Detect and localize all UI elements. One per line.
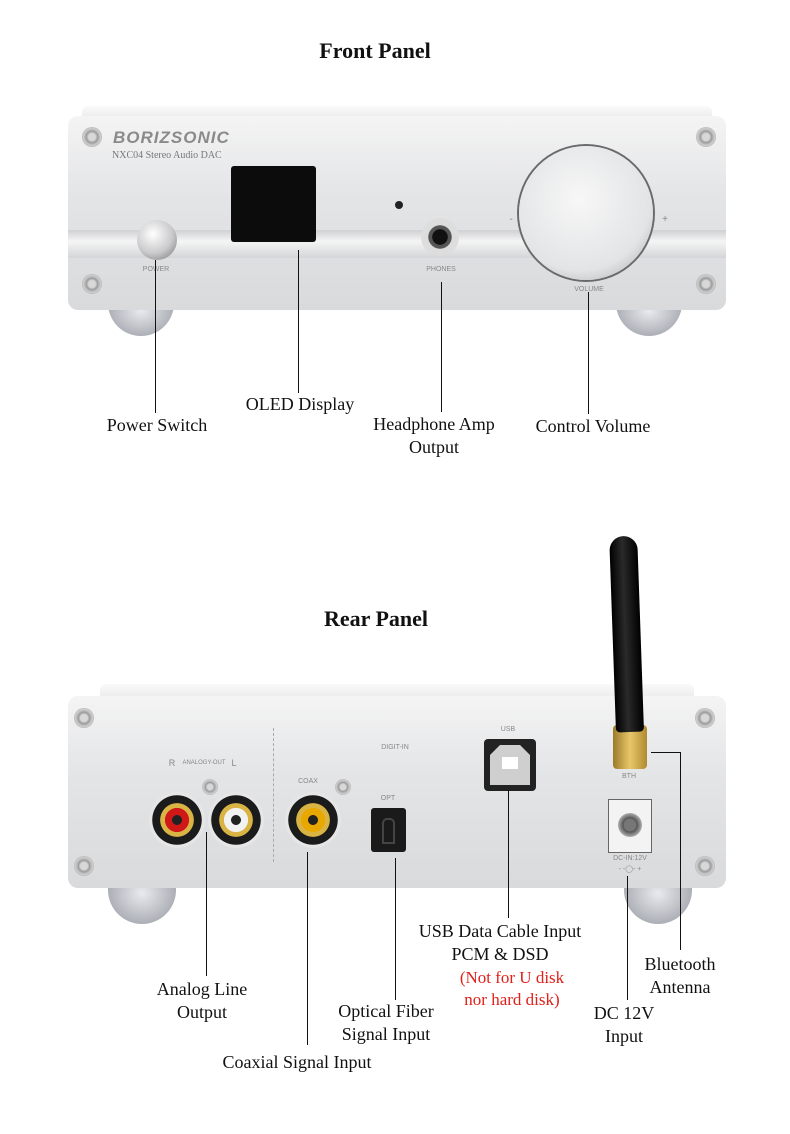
headphone-label-line1: Headphone Amp [373, 414, 495, 434]
r-text: R [168, 758, 176, 768]
front-panel-title: Front Panel [319, 38, 431, 63]
optical-label-line2: Signal Input [341, 1024, 431, 1044]
usb-label-line2: PCM & DSD [451, 944, 549, 964]
coaxial-input[interactable] [285, 792, 341, 848]
power-switch-label: Power Switch [106, 415, 208, 435]
leader-line [508, 790, 510, 918]
dc-jack[interactable] [608, 799, 652, 853]
digit-in-text: DIGIT-IN [381, 744, 409, 751]
screw [335, 779, 351, 795]
optical-label-line1: Optical Fiber [338, 1001, 434, 1021]
rca-right-output[interactable] [149, 792, 205, 848]
screw [82, 127, 102, 147]
analog-out-text: ANALOGY-OUT [182, 760, 226, 766]
brand-logo: BORIZSONIC [113, 128, 230, 147]
model-text: NXC04 Stereo Audio DAC [112, 150, 222, 161]
dc-label-line1: DC 12V [593, 1003, 655, 1023]
usb-b-port[interactable] [484, 739, 536, 791]
screw [695, 708, 715, 728]
leader-line [651, 752, 681, 754]
control-volume-label: Control Volume [535, 416, 651, 436]
dc-label-line2: Input [604, 1026, 643, 1046]
bluetooth-antenna [609, 535, 644, 733]
section-divider [273, 728, 274, 862]
screw [74, 708, 94, 728]
power-button[interactable] [137, 220, 177, 260]
bth-text: BTH [622, 773, 636, 780]
leader-line [206, 832, 208, 976]
leader-line [307, 852, 309, 1045]
screw [202, 779, 218, 795]
dc-label: DC 12V Input [594, 1002, 655, 1048]
volume-text: VOLUME [574, 286, 604, 293]
analog-label-line2: Output [176, 1002, 228, 1022]
rear-panel-title: Rear Panel [323, 606, 429, 631]
optical-input[interactable] [371, 808, 406, 852]
usb-note-line2: nor hard disk) [464, 990, 560, 1009]
led-indicator [395, 201, 403, 209]
bt-label-line1: Bluetooth [644, 954, 716, 974]
minus-text: - [509, 214, 513, 225]
plus-text: + [662, 214, 668, 225]
polarity-text: - -◯- + [618, 866, 642, 873]
usb-text: USB [500, 726, 516, 733]
leader-line [627, 876, 629, 1000]
leader-line [155, 260, 157, 413]
screw [696, 274, 716, 294]
l-text: L [231, 758, 237, 768]
usb-label-line1: USB Data Cable Input [418, 921, 582, 941]
usb-note: (Not for U disk nor hard disk) [460, 967, 564, 1011]
phones-text: PHONES [426, 266, 456, 273]
dc-in-text: DC-IN:12V [613, 855, 647, 862]
opt-text: OPT [380, 795, 396, 802]
screw [74, 856, 94, 876]
leader-line [441, 282, 443, 412]
oled-display [231, 166, 316, 242]
leader-line [395, 858, 397, 1000]
screw [696, 127, 716, 147]
analog-label-line1: Analog Line [156, 979, 248, 999]
screw [82, 274, 102, 294]
usb-note-line1: (Not for U disk [459, 968, 565, 987]
headphone-label-line2: Output [408, 437, 460, 457]
bt-label-line2: Antenna [649, 977, 711, 997]
coaxial-label: Coaxial Signal Input [222, 1052, 372, 1072]
headphone-jack[interactable] [421, 218, 459, 256]
rca-left-output[interactable] [208, 792, 264, 848]
volume-knob[interactable] [519, 146, 653, 280]
leader-line [298, 250, 300, 393]
oled-display-label: OLED Display [245, 394, 355, 414]
coax-text: COAX [298, 778, 318, 785]
leader-line [680, 752, 682, 950]
screw [695, 856, 715, 876]
leader-line [588, 292, 590, 414]
